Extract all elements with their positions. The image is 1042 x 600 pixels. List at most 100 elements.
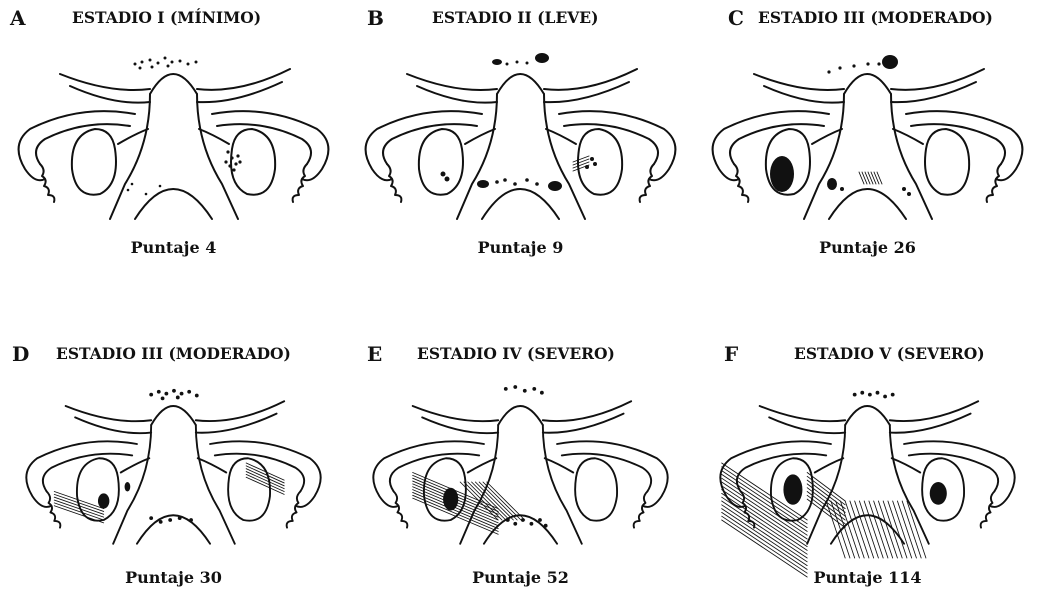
uterine-fundus [498,406,543,425]
adhesion-line [888,501,907,558]
cul-de-sac [829,189,906,219]
panel-letter: E [367,342,382,366]
fimbriae-right [981,492,995,528]
implant-dot [907,192,911,196]
implant-dot [532,387,536,391]
panel-title: ESTADIO III (MODERADO) [56,344,291,363]
implant-dot [877,62,880,65]
broad-ligament-right-inner [544,82,629,102]
broad-ligament-right [197,69,290,90]
implant-dot [149,516,153,520]
adhesion-line [902,501,921,558]
adhesion-line [722,505,808,562]
ovary-right [925,129,969,195]
adhesion-line [893,501,912,558]
fimbriae-right [293,164,307,202]
adhesion-line [836,501,855,558]
adhesion-line [869,501,888,558]
implant-dot [544,524,548,528]
fimbriae-left [734,164,748,202]
fallopian-tube-left-outer [19,111,135,180]
uterine-fundus [151,406,196,425]
adhesion-line [807,495,845,524]
implant-dot [495,180,499,184]
implant-dot [187,63,190,66]
implant-dot [516,61,519,64]
implant-dot [866,62,869,65]
panel-letter: B [367,6,384,30]
implant-dot [868,393,872,397]
panel-title: ESTADIO IV (SEVERO) [417,344,615,363]
implant-dot [195,394,199,398]
implant-dot [827,70,830,73]
implant-dot [195,61,198,64]
ovary-right [575,458,617,520]
adhesion-line [877,172,882,184]
implant-dot [149,59,152,62]
adhesion-line [722,497,808,554]
uterus-diagram [0,368,347,558]
endometrioma-blob [930,482,947,505]
endometrioma-blob [827,178,837,190]
uterine-fundus [844,74,891,94]
broad-ligament-right-inner [890,414,971,433]
implant-dot [902,187,906,191]
adhesion-line [464,482,502,520]
ovary-left [77,458,119,520]
fimbriae-right [287,492,301,528]
panel-letter: A [10,6,26,30]
endometrioma-blob [98,493,109,508]
implant-dot [226,150,229,153]
adhesion-line [807,488,845,517]
implant-dot [167,65,170,68]
fallopian-tube-right-outer [557,441,668,507]
adhesion-line [878,501,897,558]
uterine-fundus [150,74,197,94]
implant-dot [506,518,510,522]
implant-dot [513,385,517,389]
implant-dot [526,62,529,65]
implant-dot [171,61,174,64]
fimbriae-left [40,164,54,202]
panel-letter: D [12,342,29,366]
adhesion-line [871,172,876,184]
adhesion-line [722,516,808,573]
adhesion-line [573,156,589,162]
panel-c: C ESTADIO III (MODERADO) Puntaje 26 [694,0,1041,300]
panel-f: F ESTADIO V (SEVERO) Puntaje 114 [694,300,1041,600]
adhesion-line [874,172,879,184]
panel-score: Puntaje 114 [694,568,1041,587]
adhesion-line [573,159,589,165]
broad-ligament-right-inner [197,82,282,102]
implant-dot [506,63,509,66]
panel-title: ESTADIO I (MÍNIMO) [72,8,261,27]
ovary-right [231,129,275,195]
panel-e: E ESTADIO IV (SEVERO) Puntaje 52 [347,300,694,600]
adhesion-line [859,501,878,558]
panel-d: D ESTADIO III (MODERADO) Puntaje 30 [0,300,347,600]
implant-dot [513,182,517,186]
adhesion-line [874,501,893,558]
panel-score: Puntaje 30 [0,568,347,587]
adhesion-line [868,172,873,184]
implant-dot [159,520,163,524]
implant-dot [530,522,534,526]
endometrioma-blob [125,482,131,492]
panel-score: Puntaje 4 [0,238,347,257]
adhesion-line [840,501,859,558]
uterine-fundus [845,406,890,425]
broad-ligament-right-inner [196,414,277,433]
implant-dot [168,518,172,522]
adhesion-line [862,172,867,184]
uterus-diagram [694,368,1041,558]
implant-dot [585,165,589,169]
implant-dot [230,156,233,159]
uterus-diagram [694,34,1041,234]
implant-dot [521,518,525,522]
endometrioma-blob [783,474,802,504]
broad-ligament-right [543,401,631,421]
fimbriae-left [47,492,61,528]
implant-dot [238,160,241,163]
implant-dot [853,393,857,397]
adhesion-line [831,501,850,558]
